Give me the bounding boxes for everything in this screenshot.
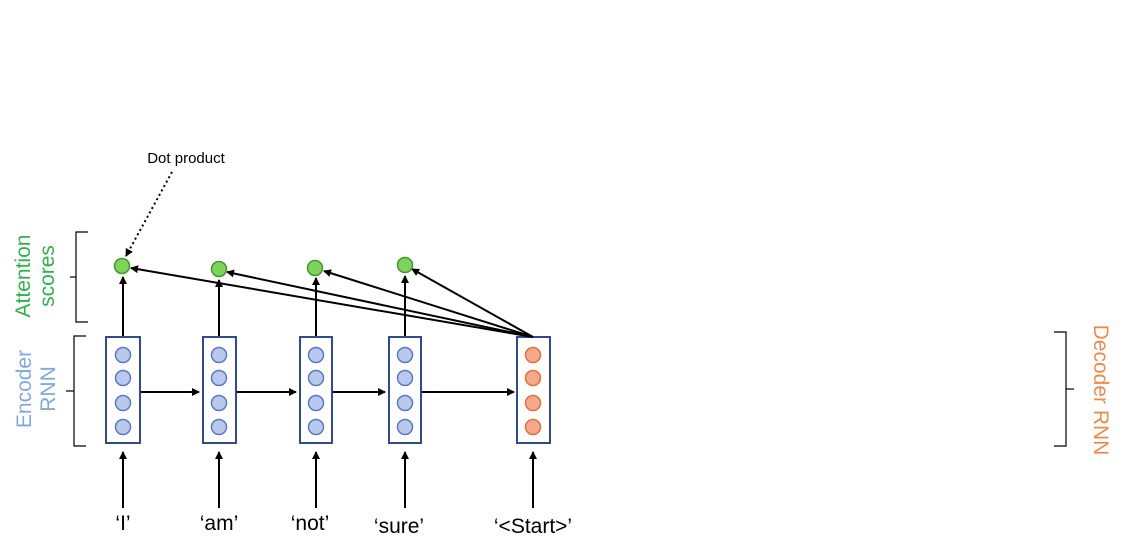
hidden-unit [114, 394, 132, 412]
decoder-to-score-arrow [130, 265, 534, 338]
hidden-unit [307, 394, 325, 412]
dot-product-pointer [125, 171, 173, 257]
decoder-hidden-unit [524, 418, 542, 436]
hidden-unit [114, 418, 132, 436]
attention-label-line1: Attention [12, 235, 35, 318]
hidden-unit [396, 369, 414, 387]
input-token-start: ‘<Start>’ [494, 515, 572, 538]
attention-scores-label: Attention scores [12, 235, 59, 318]
encoder-cell [388, 336, 422, 444]
attention-label-line2: scores [36, 245, 59, 307]
hidden-unit [210, 394, 228, 412]
decoder-hidden-unit [524, 369, 542, 387]
encoder-brace [73, 335, 86, 447]
attention-score-node [396, 256, 414, 274]
hidden-unit [307, 369, 325, 387]
encoder-label-line1: Encoder [13, 350, 36, 428]
input-token-sure: ‘sure’ [374, 515, 424, 538]
hidden-unit [396, 418, 414, 436]
hidden-unit [307, 418, 325, 436]
attention-brace [75, 231, 88, 323]
hidden-unit [114, 346, 132, 364]
input-token-i: ‘I’ [115, 512, 130, 535]
encoder-cell [105, 336, 141, 444]
decoder-cell [516, 336, 551, 444]
input-token-am: ‘am’ [200, 512, 239, 535]
encoder-cell [202, 336, 237, 444]
decoder-hidden-unit [524, 394, 542, 412]
decoder-rnn-label: Decoder RNN [1089, 325, 1112, 456]
attention-score-node [113, 257, 131, 275]
hidden-unit [210, 418, 228, 436]
decoder-label: Decoder RNN [1089, 325, 1112, 456]
hidden-unit [210, 346, 228, 364]
hidden-unit [396, 346, 414, 364]
attention-score-node [210, 260, 228, 278]
input-token-not: ‘not’ [291, 512, 330, 535]
attention-score-node [306, 259, 324, 277]
hidden-unit [307, 346, 325, 364]
encoder-label-line2: RNN [37, 366, 60, 412]
dot-product-annotation: Dot product [147, 150, 225, 167]
hidden-unit [396, 394, 414, 412]
decoder-to-score-arrow [323, 269, 534, 338]
hidden-unit [210, 369, 228, 387]
decoder-to-score-arrow [226, 269, 534, 338]
hidden-unit [114, 369, 132, 387]
decoder-hidden-unit [524, 346, 542, 364]
encoder-rnn-label: Encoder RNN [13, 350, 60, 428]
decoder-brace [1054, 331, 1067, 447]
encoder-cell [299, 336, 333, 444]
decoder-to-score-arrow [411, 268, 534, 338]
